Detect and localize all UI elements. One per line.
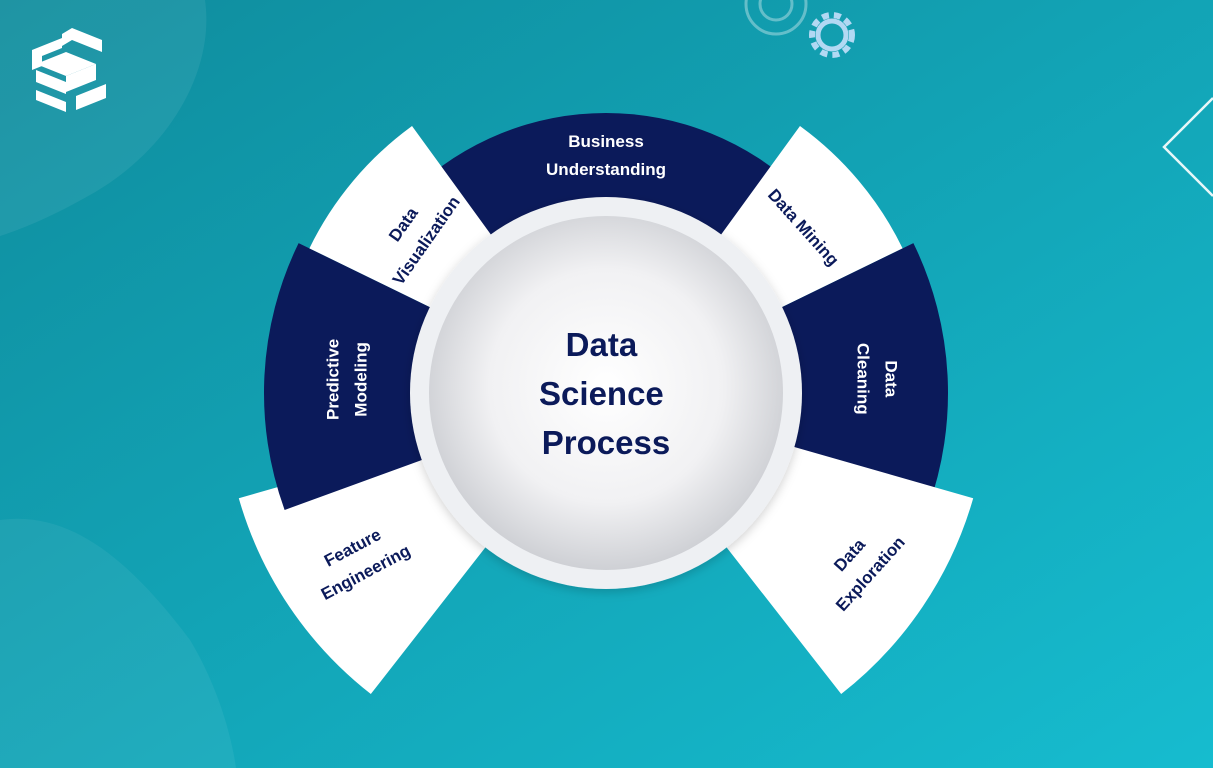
center-title-line: Data bbox=[566, 326, 638, 363]
segment-label-line: Business bbox=[568, 132, 644, 151]
center-sphere bbox=[429, 216, 783, 570]
segment-predictive-modeling bbox=[263, 243, 454, 510]
segment-label-line: Modeling bbox=[351, 342, 370, 417]
segment-label-line: Cleaning bbox=[854, 343, 873, 415]
gear-icon bbox=[744, 0, 808, 36]
center-title-line: Process bbox=[542, 424, 670, 461]
segment-feature-engineering bbox=[238, 439, 502, 695]
background-blob-bottom-left bbox=[0, 518, 236, 768]
gear-icon bbox=[809, 12, 855, 58]
segment-data-exploration bbox=[710, 439, 974, 695]
segment-label-line: Predictive bbox=[323, 339, 342, 420]
segment-label-predictive-modeling: Predictive Modeling bbox=[323, 339, 370, 420]
brand-s-logo bbox=[32, 28, 106, 112]
center-title-line: Science bbox=[539, 375, 664, 412]
segment-label-line: Understanding bbox=[546, 160, 666, 179]
segment-label-line: Data bbox=[882, 360, 901, 397]
center-title: Data Science Process bbox=[539, 326, 673, 461]
chevron-right-outline-icon bbox=[1162, 97, 1213, 197]
segment-data-cleaning bbox=[758, 243, 948, 510]
segment-label-data-cleaning: Data Cleaning bbox=[854, 343, 901, 415]
